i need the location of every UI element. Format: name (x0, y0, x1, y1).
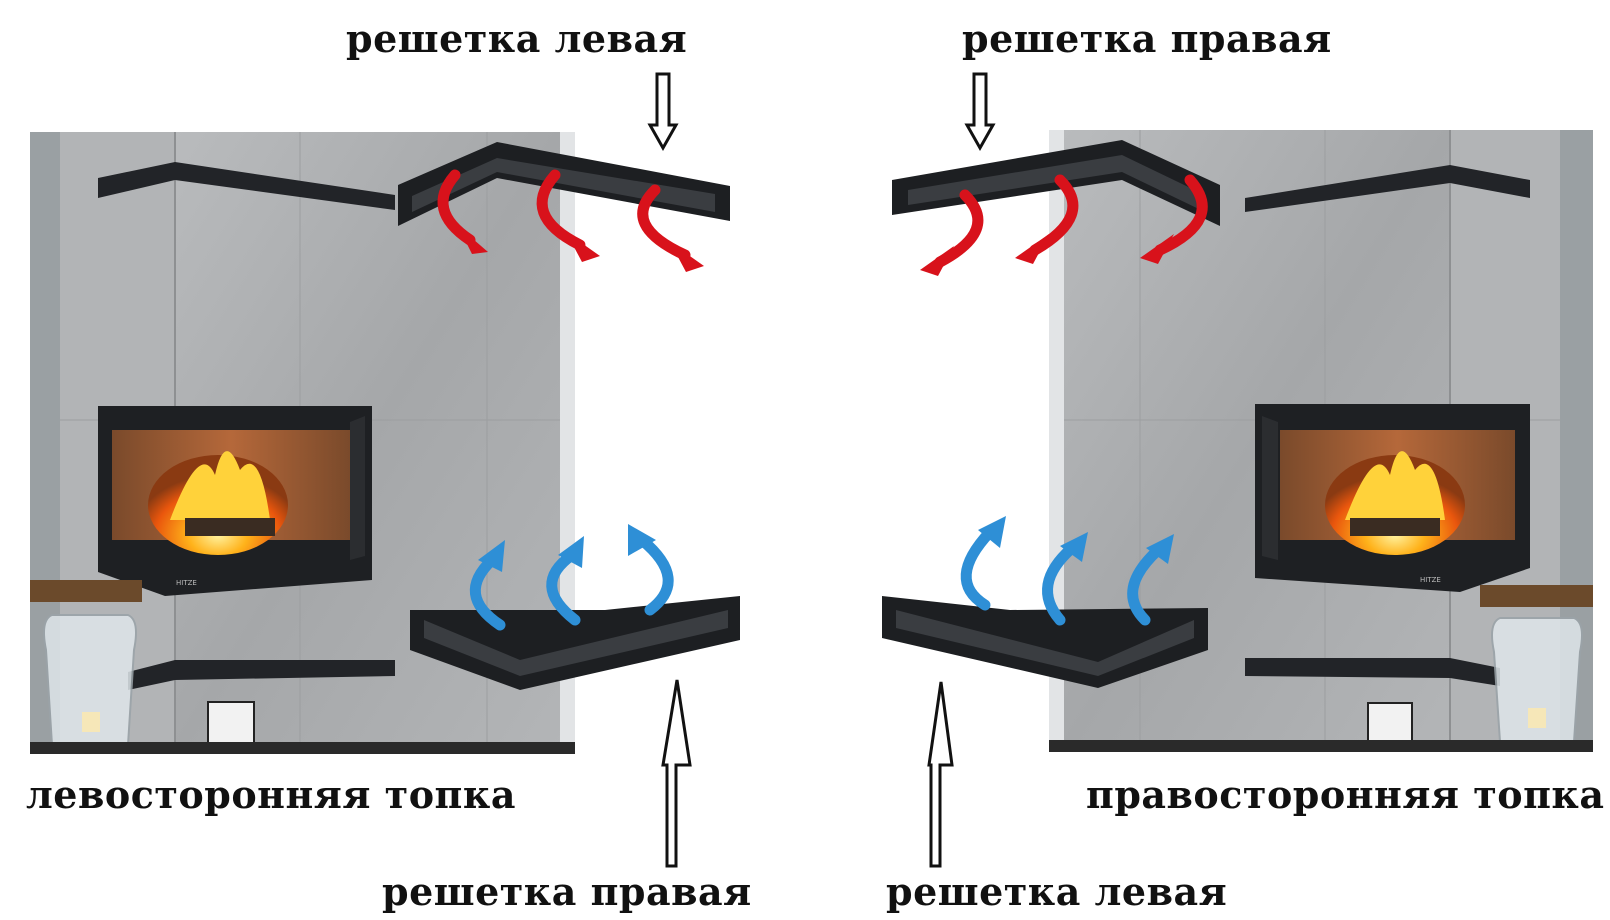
red-curved-arrow-icon (934, 189, 984, 268)
red-arrow-head-icon (566, 232, 600, 262)
red-curved-arrow-icon (1154, 174, 1208, 256)
left-hot-air-arrows (437, 169, 691, 261)
red-arrow-head-icon (920, 246, 954, 276)
left-brand-plate: HITZE (176, 579, 197, 587)
blue-arrow-head-icon (478, 540, 505, 572)
label-bottom-right-grille: решетка левая (886, 869, 1228, 914)
red-arrow-head-icon (1015, 234, 1049, 264)
left-logs (185, 518, 275, 536)
right-wood-shelf (1480, 585, 1593, 607)
left-fireplace-photo: HITZE (30, 132, 575, 754)
red-curved-arrow-icon (437, 169, 476, 246)
outline-up-arrow-icon (927, 681, 954, 868)
label-left-firebox: левосторонняя топка (26, 772, 516, 817)
red-arrow-head-icon (458, 226, 488, 254)
red-arrow-head-icon (670, 242, 704, 272)
right-wall-lower-grille (1245, 658, 1500, 686)
blue-arrow-head-icon (558, 536, 584, 568)
bottom-right-grille (882, 596, 1208, 688)
blue-curved-arrow-icon (1127, 544, 1164, 626)
outline-up-arrow-icon (661, 679, 692, 868)
left-wood-shelf (30, 580, 142, 602)
label-top-left-grille: решетка левая (346, 16, 688, 61)
red-curved-arrow-icon (637, 184, 691, 261)
left-wall-upper-grille (98, 162, 395, 210)
outline-down-arrow-icon (647, 72, 679, 152)
label-top-right-grille: решетка правая (962, 16, 1332, 61)
blue-curved-arrow-icon (960, 526, 996, 611)
right-logs (1350, 518, 1440, 536)
blue-curved-arrow-icon (470, 554, 506, 631)
red-curved-arrow-icon (1029, 174, 1079, 256)
right-brand-plate: HITZE (1420, 576, 1441, 584)
right-fireplace-photo: HITZE (1049, 130, 1593, 752)
red-curved-arrow-icon (536, 169, 586, 251)
blue-curved-arrow-icon (636, 534, 674, 616)
blue-arrow-head-icon (1146, 534, 1174, 564)
red-arrow-head-icon (1140, 234, 1174, 264)
label-right-firebox: правосторонняя топка (1086, 772, 1605, 817)
blue-arrow-head-icon (628, 524, 656, 556)
outline-down-arrow-icon (964, 72, 996, 152)
blue-curved-arrow-icon (546, 549, 581, 626)
label-bottom-left-grille: решетка правая (382, 869, 752, 914)
blue-arrow-head-icon (978, 516, 1006, 548)
right-wall-upper-grille (1245, 165, 1530, 212)
left-wall-lower-grille (128, 660, 395, 690)
blue-curved-arrow-icon (1042, 542, 1078, 626)
blue-arrow-head-icon (1060, 532, 1088, 562)
right-hot-air-arrows (934, 174, 1208, 268)
right-cold-air-arrows (960, 526, 1164, 626)
left-cold-air-arrows (470, 534, 674, 631)
